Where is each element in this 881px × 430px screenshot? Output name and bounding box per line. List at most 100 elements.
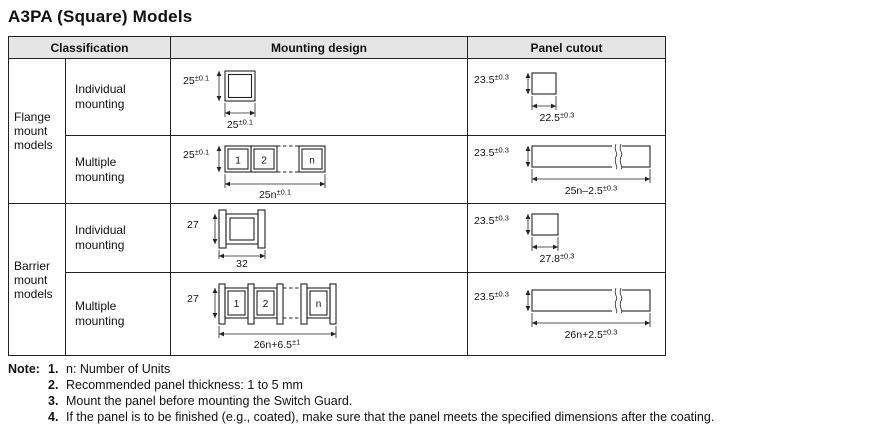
dim-value: 23.5 bbox=[474, 147, 495, 159]
note-number: 4. bbox=[48, 410, 59, 424]
unit-number: 2 bbox=[263, 299, 269, 310]
flange-individual-mounting-drawing: 25±0.1 bbox=[183, 70, 256, 131]
models-table: Classification Mounting design Panel cut… bbox=[8, 36, 666, 356]
dim-value: 27.8 bbox=[540, 253, 561, 265]
dim-value: 25 bbox=[183, 149, 195, 161]
header-mounting-design: Mounting design bbox=[170, 36, 468, 59]
note-number: 3. bbox=[48, 394, 59, 408]
barrier-multiple-mounting-drawing: 27 bbox=[187, 283, 337, 351]
dim-value: 27 bbox=[187, 293, 199, 305]
mounting-type-label: Individual mounting bbox=[75, 223, 126, 252]
mounting-type-label: Multiple mounting bbox=[75, 154, 125, 184]
height-dimension-arrows bbox=[525, 290, 531, 311]
switch-guard-outline bbox=[224, 70, 256, 102]
continuation-dashes bbox=[283, 287, 301, 319]
panel-cutout-cell: 23.5±0.3 bbox=[467, 203, 666, 273]
dim-value: 22.5 bbox=[540, 112, 561, 124]
height-dim-label: 23.5±0.3 bbox=[474, 145, 509, 159]
width-dim-label: 26n+6.5±1 bbox=[254, 338, 301, 351]
mounting-design-cell: 25±0.1 1 bbox=[170, 135, 468, 204]
note-item: 2. Recommended panel thickness: 1 to 5 m… bbox=[48, 377, 714, 393]
height-dim-label: 27 bbox=[187, 293, 199, 305]
header-row: Classification Mounting design Panel cut… bbox=[8, 36, 666, 59]
flange-multiple-cutout-drawing: 23.5 ±0.3 bbox=[474, 143, 651, 197]
dim-tolerance: ±0.3 bbox=[494, 214, 509, 223]
dim-value: 25 bbox=[227, 119, 239, 130]
note-number: 1. bbox=[48, 362, 59, 376]
notes: Note: 1. n: Number of Units 2. Recommend… bbox=[8, 361, 873, 425]
mounting-design-cell: 25±0.1 bbox=[170, 58, 468, 136]
note-text: Recommended panel thickness: 1 to 5 mm bbox=[66, 378, 303, 392]
unit-number: 2 bbox=[261, 155, 267, 166]
classification-barrier-cell: Barrier mount models bbox=[8, 203, 66, 356]
dim-value: 23.5 bbox=[474, 74, 495, 86]
width-dim-label: 25n–2.5±0.3 bbox=[565, 183, 618, 197]
unit-number: n bbox=[316, 299, 322, 310]
dim-tolerance: ±0.3 bbox=[560, 252, 575, 261]
classification-barrier-label: Barrier mount models bbox=[14, 258, 53, 301]
notes-label: Note: bbox=[8, 362, 40, 376]
height-dim-label: 23.5±0.3 bbox=[474, 214, 509, 228]
note-text: If the panel is to be finished (e.g., co… bbox=[66, 410, 715, 424]
continuation-dashes bbox=[277, 145, 299, 172]
note-text: n: Number of Units bbox=[66, 362, 171, 376]
width-dimension-lines bbox=[531, 168, 651, 183]
notes-list: 1. n: Number of Units 2. Recommended pan… bbox=[48, 361, 714, 425]
width-dimension-lines bbox=[531, 313, 651, 327]
dim-value: 25n bbox=[259, 189, 277, 200]
width-dimension-lines bbox=[218, 326, 337, 338]
dim-value: 23.5 bbox=[474, 215, 495, 227]
note-number: 2. bbox=[48, 378, 59, 392]
barrier-multiple-cutout-drawing: 23.5±0.3 bbox=[474, 287, 651, 341]
cutout-outline bbox=[531, 213, 559, 236]
cutout-outline bbox=[531, 143, 651, 169]
dim-value: 25 bbox=[183, 75, 195, 87]
mounting-type-cell: Individual mounting bbox=[65, 58, 171, 136]
width-dimension-lines bbox=[224, 103, 256, 117]
dim-tolerance: ±0.3 bbox=[494, 290, 509, 299]
unit-box-n bbox=[298, 144, 326, 173]
barrier-individual-mounting-drawing: 27 bbox=[187, 209, 266, 269]
dim-tolerance: ±0.3 bbox=[603, 183, 618, 192]
table-row-flange-multiple: Multiple mounting 25±0.1 bbox=[9, 135, 666, 204]
unit-box-1 bbox=[224, 287, 249, 319]
width-dim-label: 25n±0.1 bbox=[259, 187, 291, 200]
width-dim-label: 32 bbox=[236, 258, 248, 269]
height-dimension-arrows bbox=[525, 214, 531, 235]
height-dimension-arrows bbox=[212, 288, 218, 318]
unit-number: 1 bbox=[235, 155, 241, 166]
dim-tolerance: ±1 bbox=[292, 338, 300, 347]
note-item: 4. If the panel is to be finished (e.g.,… bbox=[48, 409, 714, 425]
header-classification: Classification bbox=[8, 36, 171, 59]
mounting-design-cell: 27 bbox=[170, 272, 468, 356]
classification-flange-cell: Flange mount models bbox=[8, 58, 66, 204]
mounting-type-cell: Multiple mounting bbox=[65, 272, 171, 356]
width-dimension-lines bbox=[218, 250, 266, 259]
unit-number: 1 bbox=[234, 299, 240, 310]
width-dim-label: 27.8±0.3 bbox=[540, 252, 575, 266]
unit-box-2 bbox=[250, 144, 278, 173]
dim-tolerance: ±0.3 bbox=[560, 111, 575, 120]
table-row-barrier-multiple: Multiple mounting 27 bbox=[9, 272, 666, 356]
width-dimension-lines bbox=[531, 96, 557, 110]
height-dimension-arrows bbox=[525, 73, 531, 94]
width-dimension-lines bbox=[531, 237, 559, 251]
panel-cutout-cell: 23.5 ±0.3 bbox=[467, 58, 666, 136]
barrier-individual-cutout-drawing: 23.5±0.3 bbox=[474, 213, 575, 266]
unit-number: n bbox=[309, 155, 315, 166]
switch-guard-outline bbox=[225, 213, 259, 245]
mounting-type-label: Multiple mounting bbox=[75, 299, 125, 328]
note-item: 1. n: Number of Units bbox=[48, 361, 714, 377]
dim-tolerance: ±0.3 bbox=[603, 328, 618, 337]
dim-value: 26n+2.5 bbox=[565, 329, 603, 341]
height-dimension-arrows bbox=[212, 214, 218, 244]
cutout-outline bbox=[531, 287, 651, 314]
unit-box-2 bbox=[253, 287, 278, 319]
height-dimension-arrows bbox=[216, 145, 222, 172]
width-dim-label: 25±0.1 bbox=[227, 118, 253, 131]
height-dimension-arrows bbox=[525, 145, 531, 167]
page-title: A3PA (Square) Models bbox=[8, 7, 193, 26]
width-dim-label: 22.5±0.3 bbox=[540, 111, 575, 125]
header-panel-cutout: Panel cutout bbox=[467, 36, 666, 59]
